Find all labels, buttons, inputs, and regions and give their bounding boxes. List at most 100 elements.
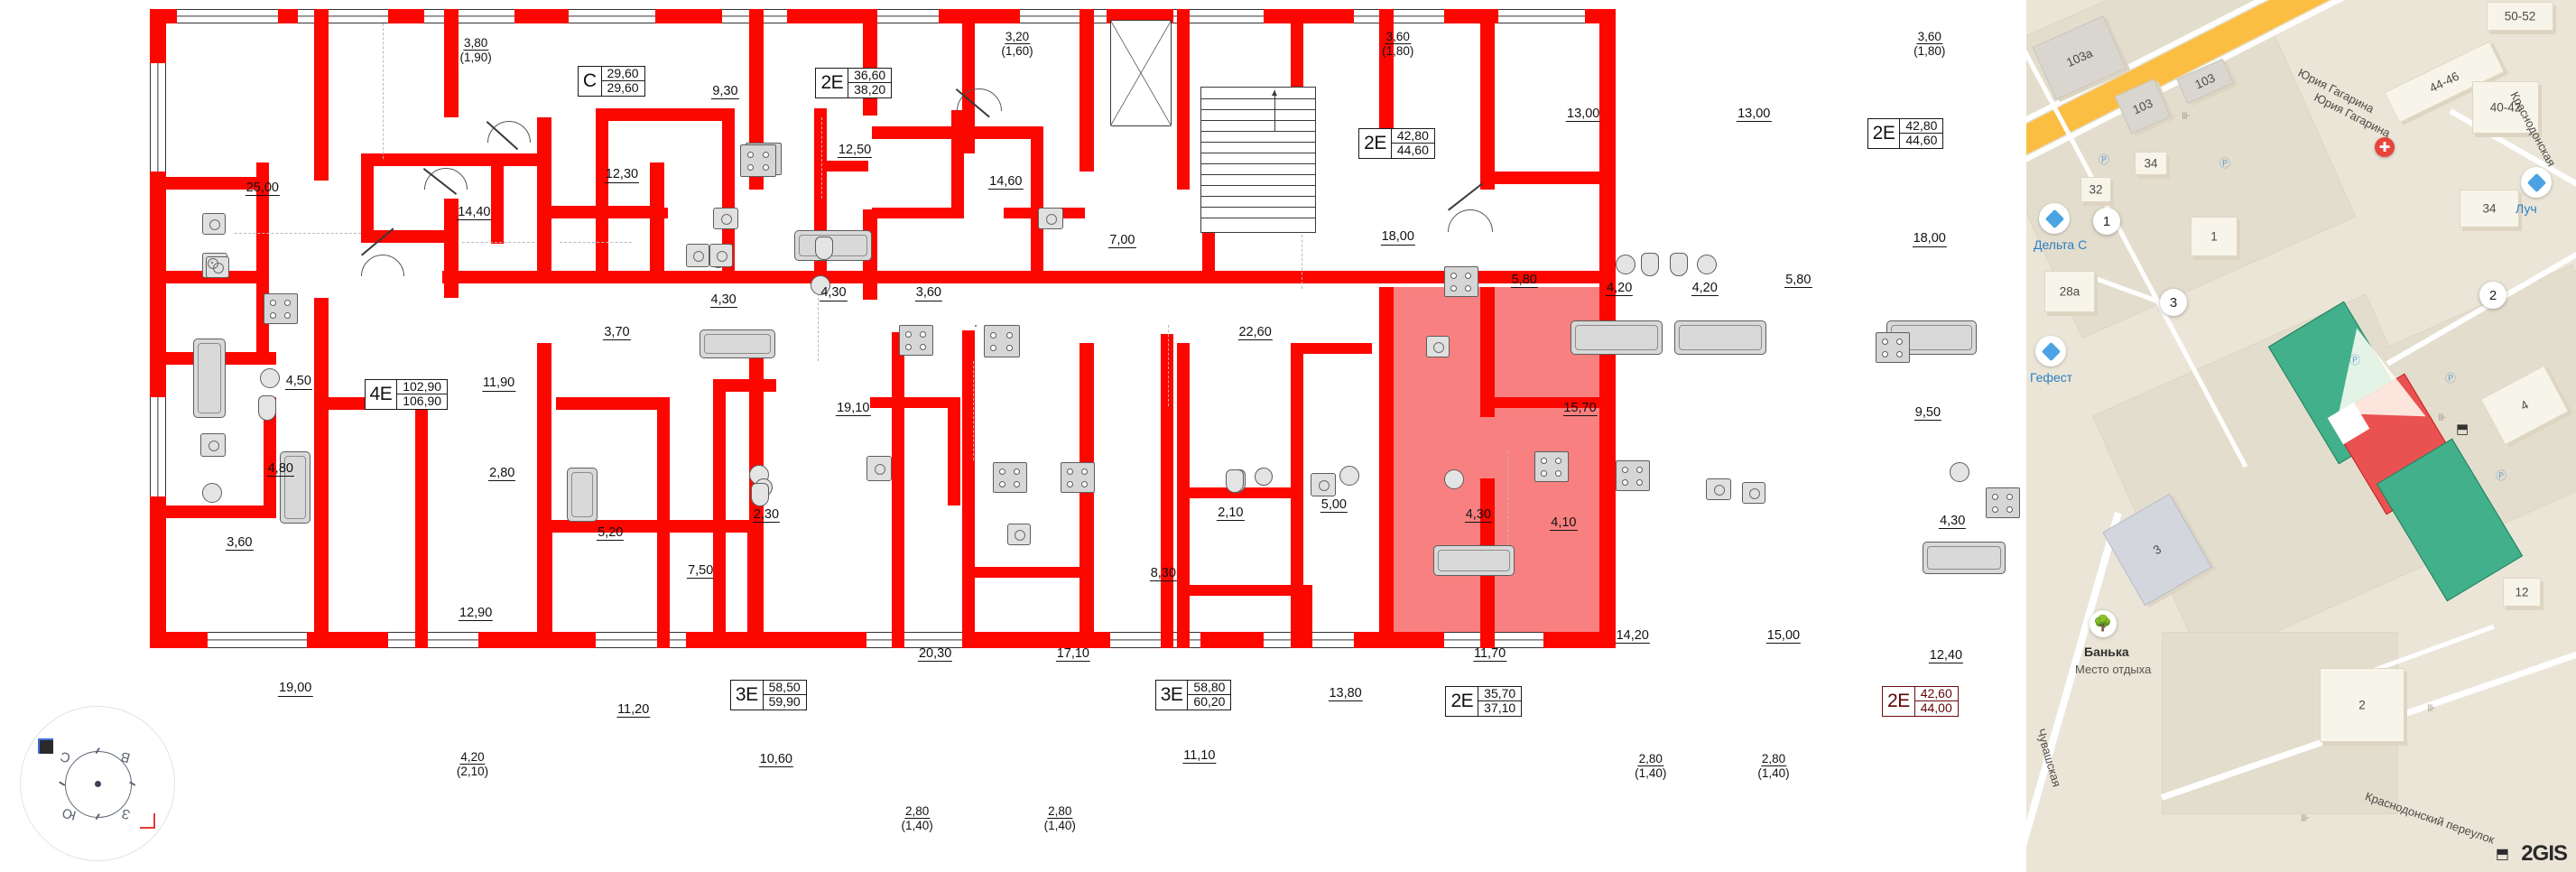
map-building-label: 32 <box>2089 182 2103 197</box>
compass-rose: С В Ю З <box>20 706 175 861</box>
pharmacy-icon: ✚ <box>2375 137 2395 157</box>
utility-box <box>1007 524 1031 545</box>
stove <box>975 325 977 327</box>
window <box>150 63 166 172</box>
room-area-label: 14,20 <box>1615 628 1650 645</box>
stove <box>1876 332 1910 363</box>
apartment-area-living: 44,60 <box>1905 133 1938 148</box>
party-wall <box>650 162 664 280</box>
washing-machine <box>200 433 226 457</box>
map-building: 28а <box>2044 271 2095 312</box>
room-area-label: 5,20 <box>597 524 625 541</box>
room-area-label: 3,60(1,80) <box>1382 29 1414 58</box>
room-area-label: 4,30 <box>1939 513 1967 530</box>
room-area-label: 15,00 <box>1765 628 1802 645</box>
corridor-wall <box>1495 397 1599 408</box>
map-building-label: 50-52 <box>2504 9 2536 23</box>
corridor-wall <box>361 153 374 242</box>
utility-box <box>1426 336 1450 357</box>
location-map-panel[interactable]: 103a10310350-5244-4640-4213-15a44a341423… <box>2026 0 2576 872</box>
corridor-wall <box>596 108 731 121</box>
parking-icon: Ⓟ <box>2219 157 2231 170</box>
map-building-label: 4 <box>2518 397 2531 413</box>
parking-icon: Ⓟ <box>2349 354 2361 366</box>
apartment-area-living: 44,60 <box>1396 143 1429 158</box>
room-area-label: 9,30 <box>711 83 739 99</box>
compass-outer-ring <box>20 706 175 861</box>
room-area-label: 3,20(1,60) <box>1001 29 1033 58</box>
room-area-label: 12,30 <box>604 167 640 183</box>
room-area-label: 5,00 <box>1320 496 1348 514</box>
bathtub <box>700 329 775 358</box>
sink <box>1339 466 1359 486</box>
map-poi-label: Банька <box>2084 645 2129 659</box>
corridor-wall <box>1190 487 1298 498</box>
window <box>150 397 166 496</box>
party-wall <box>314 298 329 648</box>
utility-box <box>709 244 733 267</box>
room-area-label: 3,60 <box>914 285 942 301</box>
room-area-label: 12,40 <box>1928 648 1964 664</box>
window <box>866 632 966 648</box>
floor-plan-panel[interactable]: 3,80(1,90)3,20(1,60)3,60(1,80)3,60(1,80)… <box>0 0 2026 872</box>
map-marker-1[interactable]: 1 <box>2093 208 2120 235</box>
bathtub <box>1571 320 1663 355</box>
corridor-wall <box>1031 126 1043 280</box>
window <box>596 632 686 648</box>
room-area-label: 13,00 <box>1566 107 1601 123</box>
bathtub <box>1433 545 1515 576</box>
map-building-label: 1 <box>2210 229 2218 244</box>
corridor-wall <box>870 397 960 408</box>
bathtub <box>1923 542 2006 574</box>
toilet <box>1641 253 1659 276</box>
apartment-area-living: 60,20 <box>1193 694 1226 710</box>
apartment-type: C <box>582 70 597 91</box>
diamond-marker-icon <box>2035 336 2066 366</box>
room-area-label: 18,00 <box>1912 231 1947 247</box>
map-poi-sublabel: Место отдыха <box>2075 663 2152 676</box>
corridor-wall <box>150 177 258 190</box>
apartment-area-total: 42,80 <box>1391 128 1434 144</box>
stove <box>993 462 1027 493</box>
corridor-wall <box>713 379 726 648</box>
apartment-type: 2E <box>1450 690 1474 711</box>
layout-guide <box>235 233 361 234</box>
map-marker-2[interactable]: 2 <box>2479 282 2507 309</box>
apartment-area-total: 58,50 <box>763 680 806 696</box>
map-marker-3[interactable]: 3 <box>2160 289 2187 316</box>
apartment-area-living: 38,20 <box>854 82 886 97</box>
room-area-label: 3,60(1,80) <box>1913 29 1946 58</box>
stove <box>264 293 298 324</box>
room-area-label: 15,70 <box>1562 400 1598 416</box>
compass-corner-north <box>38 738 53 754</box>
window <box>177 9 278 23</box>
layout-guide <box>560 242 632 243</box>
toilet <box>815 237 833 260</box>
compass-center-dot <box>94 780 101 787</box>
room-area-label: 11,70 <box>1472 646 1507 663</box>
party-wall <box>537 117 551 280</box>
bathtub <box>280 451 310 524</box>
corridor-wall <box>491 153 504 244</box>
window <box>1354 9 1444 23</box>
room-area-label: 12,90 <box>459 605 494 621</box>
room-area-label: 4,20 <box>1691 280 1719 297</box>
utility-box <box>1742 482 1765 504</box>
map-building-label: 40-42 <box>2489 100 2522 115</box>
washing-machine <box>202 213 226 235</box>
room-area-label: 14,60 <box>988 173 1024 190</box>
room-area-label: 11,10 <box>1182 747 1217 765</box>
room-area-label: 2,80 <box>488 466 516 482</box>
room-area-label: 4,80 <box>266 460 294 478</box>
room-area-label: 4,20(2,10) <box>456 749 489 778</box>
parking-icon: Ⓟ <box>2445 372 2457 385</box>
